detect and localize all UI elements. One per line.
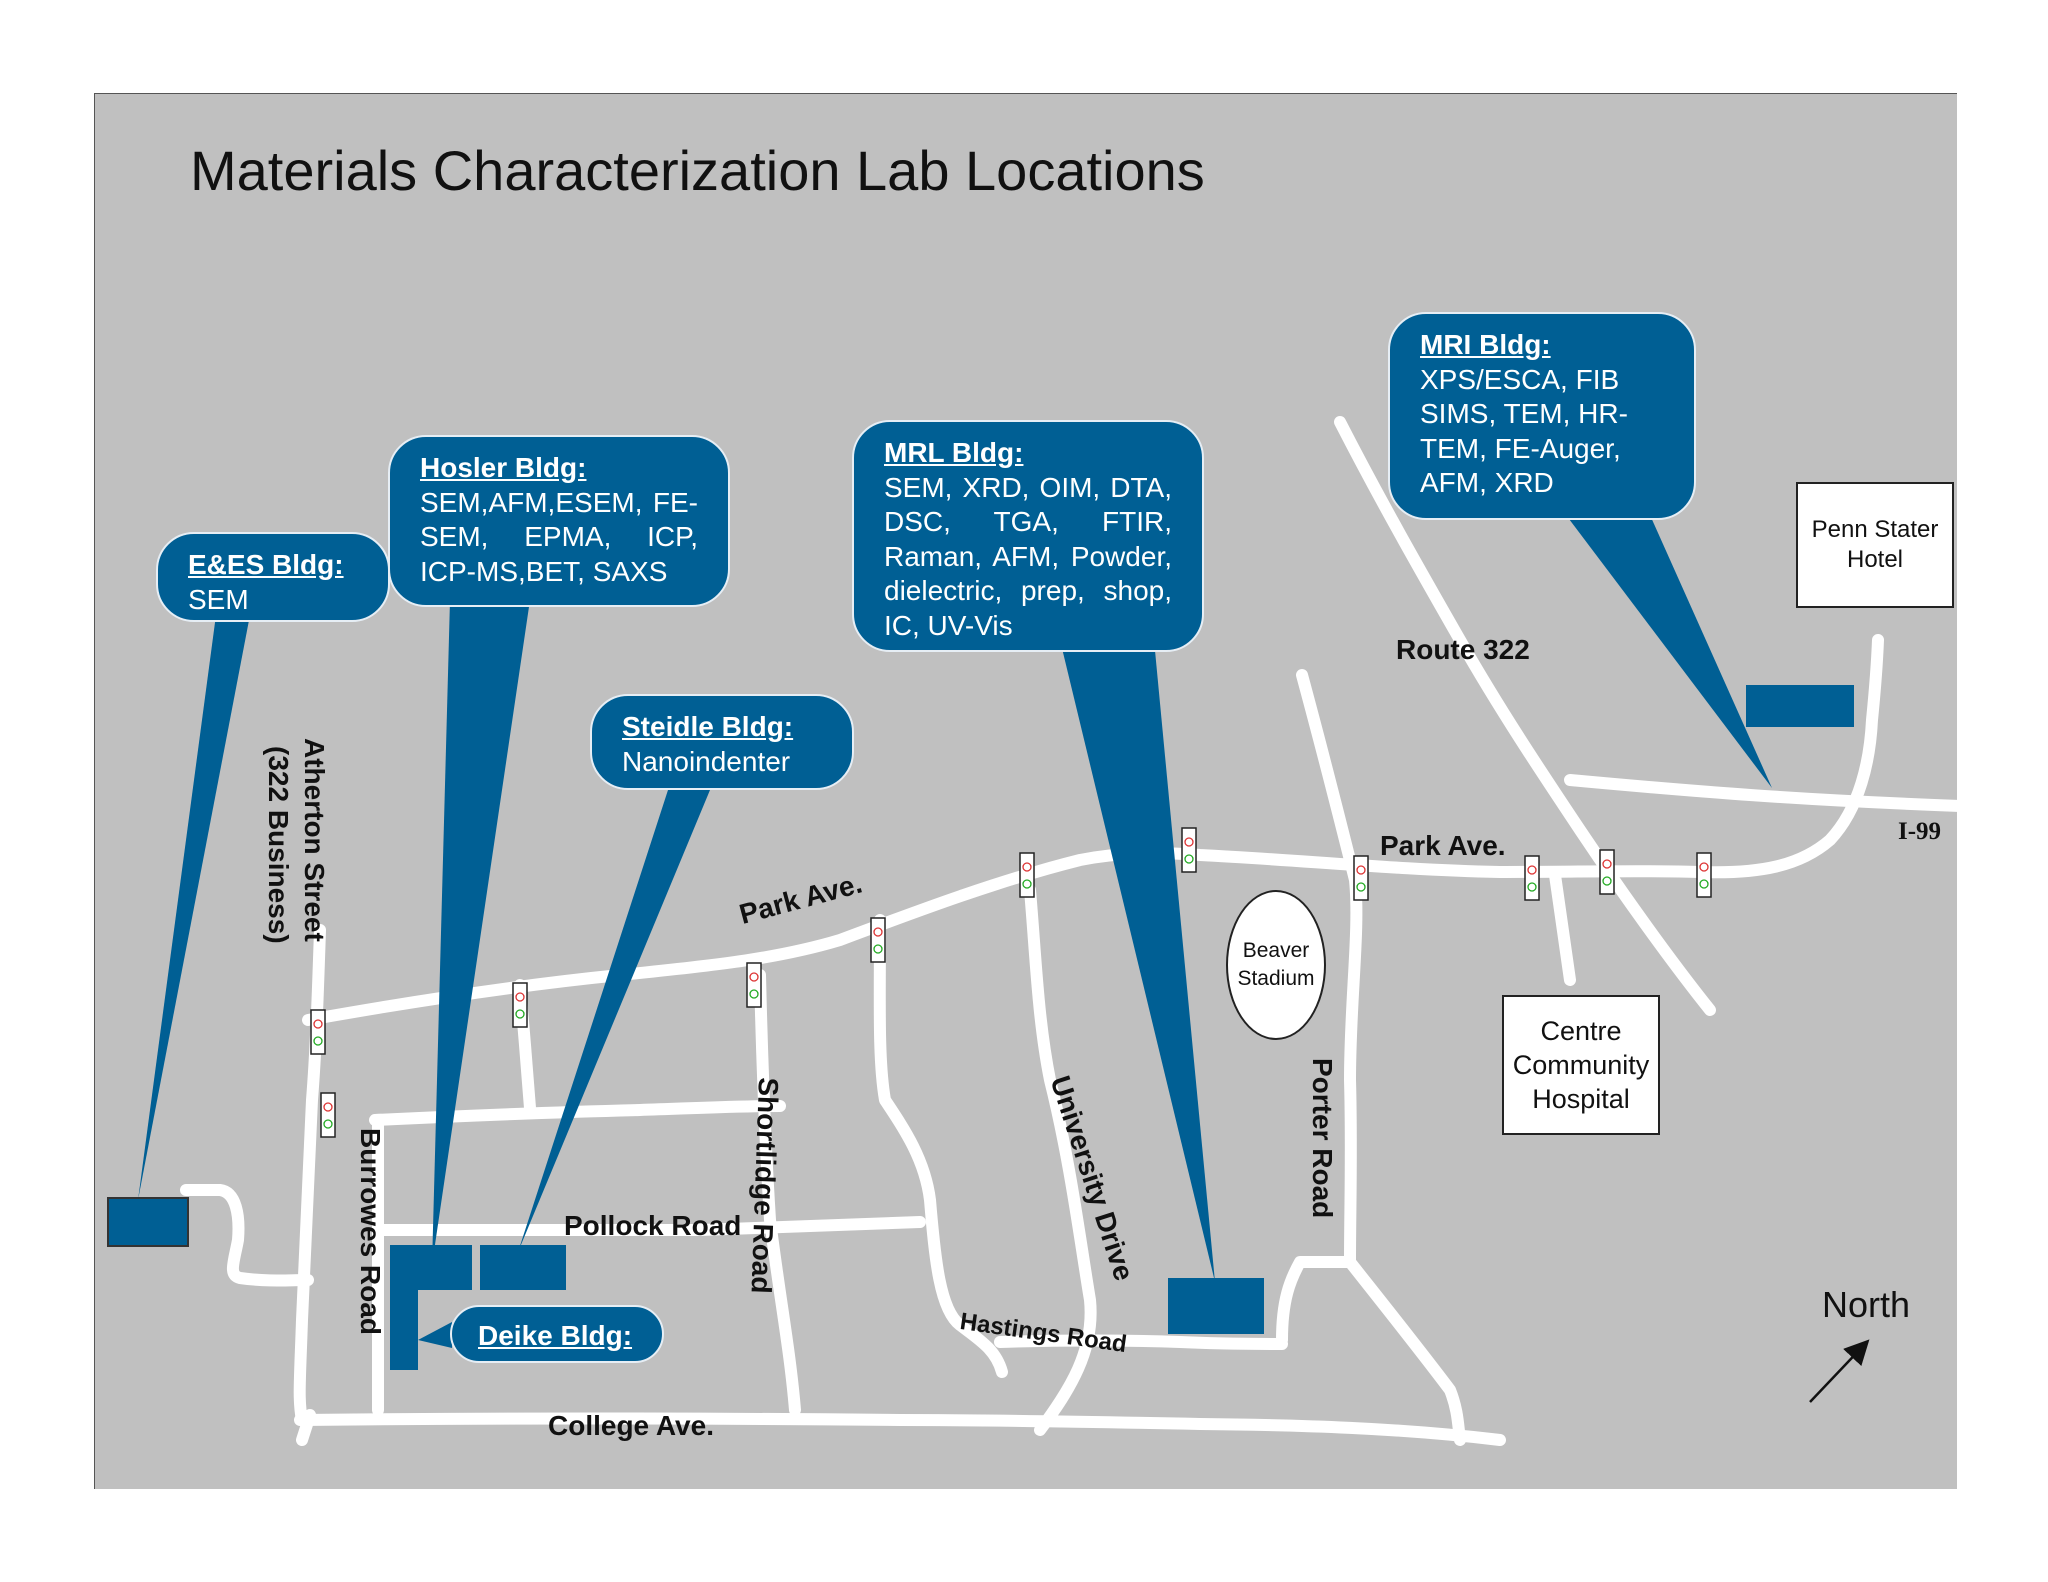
road-porter-east [1344,1256,1466,1446]
road-label-park-east: Park Ave. [1380,830,1506,861]
callout-deike: Deike Bldg: [450,1305,664,1363]
deike-pointer [418,1322,452,1348]
traffic-light-icon [1696,852,1712,898]
traffic-light-icon [870,917,886,963]
road-route-322 [1334,416,1716,1016]
building-steidle [480,1245,566,1290]
road-label-college: College Ave. [548,1410,714,1441]
callout-mrl-labs: SEM, XRD, OIM, DTA, DSC, TGA, FTIR, Rama… [884,471,1172,641]
callout-hosler-labs: SEM,AFM,ESEM, FE-SEM, EPMA, ICP, ICP-MS,… [420,486,698,587]
callout-mrl: MRL Bldg: SEM, XRD, OIM, DTA, DSC, TGA, … [852,420,1204,652]
road-porter [1296,669,1363,1266]
road-label-atherton: Atherton Street [299,738,330,942]
road-label-route-322: Route 322 [1396,634,1530,665]
callout-ees: E&ES Bldg: SEM [156,532,390,622]
road-hastings [994,1334,1288,1350]
page-title: Materials Characterization Lab Locations [190,139,1205,202]
road-pollock [374,1216,926,1237]
traffic-light-icon [1181,827,1197,873]
road-university [1024,884,1097,1436]
landmark-hospital: Centre Community Hospital [1502,995,1660,1135]
traffic-light-icon [320,1092,336,1138]
road-porter-link [1276,1256,1354,1346]
traffic-light-icon [746,962,762,1008]
road-college [294,1412,1506,1446]
pointer-ees [138,615,250,1200]
road-880 [873,914,1008,1378]
landmark-penn-stater: Penn Stater Hotel [1796,482,1954,608]
road-label-pollock: Pollock Road [564,1210,742,1241]
traffic-light-icon [1019,852,1035,898]
pointer-mri [1566,515,1772,788]
traffic-light-icon [1353,855,1369,901]
road-label-atherton-sub: (322 Business) [263,746,294,944]
callout-mrl-heading: MRL Bldg: [884,437,1024,468]
road-label-burrowes: Burrowes Road [355,1128,386,1335]
building-ees [107,1197,189,1247]
callout-steidle-labs: Nanoindenter [622,745,791,777]
road-1560 [1549,869,1576,986]
pointer-steidle [518,790,710,1252]
building-deike [390,1290,418,1370]
callout-hosler: Hosler Bldg: SEM,AFM,ESEM, FE-SEM, EPMA,… [388,435,730,607]
landmark-stadium: Beaver Stadium [1226,890,1326,1040]
callout-mri-heading: MRI Bldg: [1420,329,1551,360]
building-mrl [1168,1278,1264,1334]
road-ees-spur [180,1184,314,1287]
road-shortlidge [754,969,801,1416]
callout-ees-heading: E&ES Bldg: [188,549,344,580]
callout-mri: MRI Bldg: XPS/ESCA, FIB SIMS, TEM, HR-TE… [1388,312,1696,520]
road-route-322-east [1564,774,1966,812]
pointer-mrl [1060,640,1215,1282]
building-mri [1746,685,1854,727]
traffic-light-icon [1524,855,1540,901]
callout-ees-labs: SEM [188,583,249,615]
pointer-hosler [432,600,530,1265]
building-hosler [390,1245,472,1290]
north-arrow [1809,1339,1870,1403]
compass-label: North [1822,1284,1911,1325]
traffic-light-icon [1599,849,1615,895]
callout-hosler-heading: Hosler Bldg: [420,452,587,483]
road-atherton [293,924,326,1426]
callout-mri-labs: XPS/ESCA, FIB SIMS, TEM, HR-TEM, FE-Auge… [1420,363,1628,499]
road-label-i99: I-99 [1898,818,1942,845]
traffic-light-icon [512,982,528,1028]
callout-deike-heading: Deike Bldg: [478,1320,633,1351]
callout-steidle: Steidle Bldg: Nanoindenter [590,694,854,790]
traffic-lights [310,827,1712,1138]
road-label-porter: Porter Road [1307,1058,1338,1219]
traffic-light-icon [310,1009,326,1055]
road-park-ave [302,634,1884,1026]
callout-steidle-heading: Steidle Bldg: [622,711,794,742]
